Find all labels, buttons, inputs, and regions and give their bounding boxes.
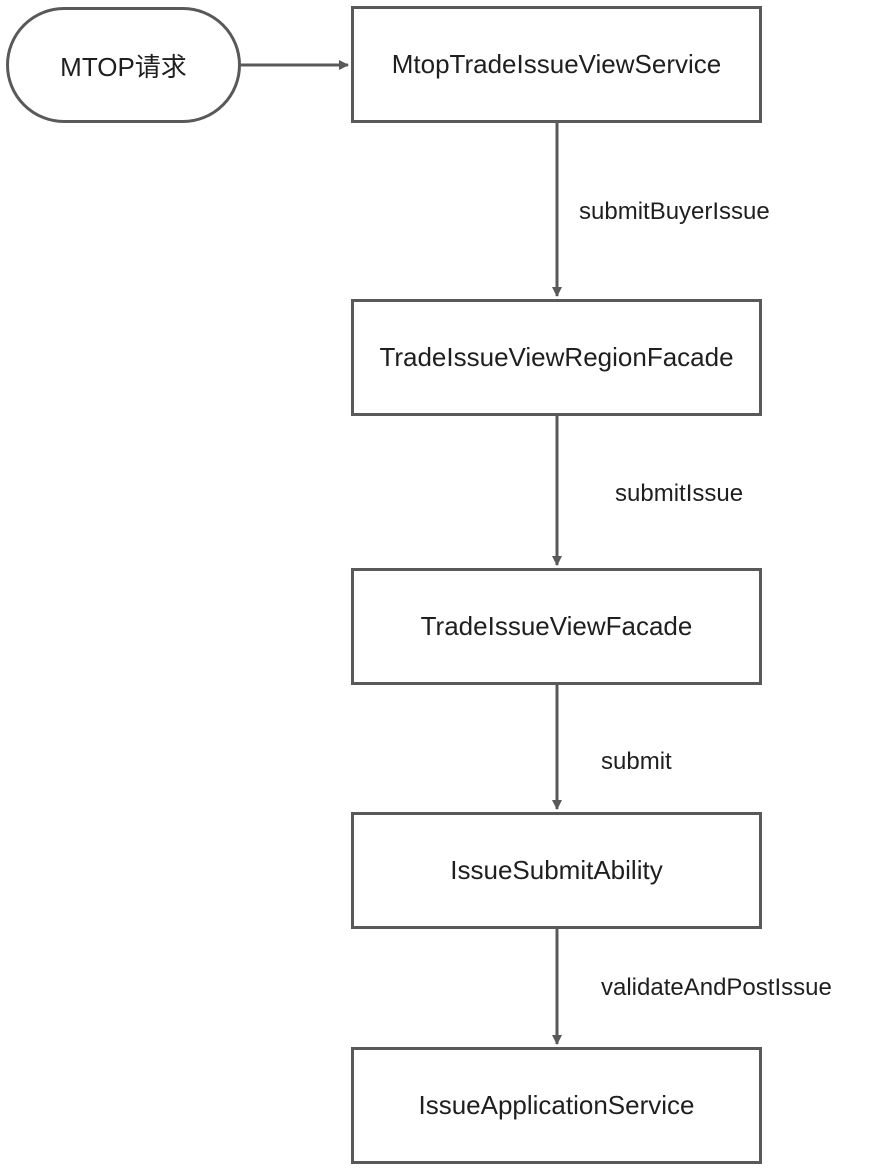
edge-label-submit-issue: submitIssue — [615, 480, 744, 507]
edge-label-submit-buyer-issue: submitBuyerIssue — [579, 198, 770, 225]
start-node-label: MTOP请求 — [60, 51, 187, 82]
node-trade-issue-view-facade: TradeIssueViewFacade — [351, 568, 762, 685]
node-label: TradeIssueViewFacade — [420, 611, 693, 641]
start-node-mtop-request: MTOP请求 — [6, 7, 241, 123]
edge-label-submit: submit — [601, 748, 672, 775]
node-trade-issue-view-region-facade: TradeIssueViewRegionFacade — [351, 299, 762, 416]
node-label: IssueSubmitAbility — [450, 855, 663, 885]
node-issue-application-service: IssueApplicationService — [351, 1047, 762, 1164]
node-label: IssueApplicationService — [418, 1090, 695, 1120]
edge-label-validate-and-post-issue: validateAndPostIssue — [601, 974, 832, 1001]
node-issue-submit-ability: IssueSubmitAbility — [351, 812, 762, 929]
node-label: TradeIssueViewRegionFacade — [379, 342, 734, 372]
node-mtop-trade-issue-view-service: MtopTradeIssueViewService — [351, 6, 762, 123]
node-label: MtopTradeIssueViewService — [391, 49, 722, 79]
